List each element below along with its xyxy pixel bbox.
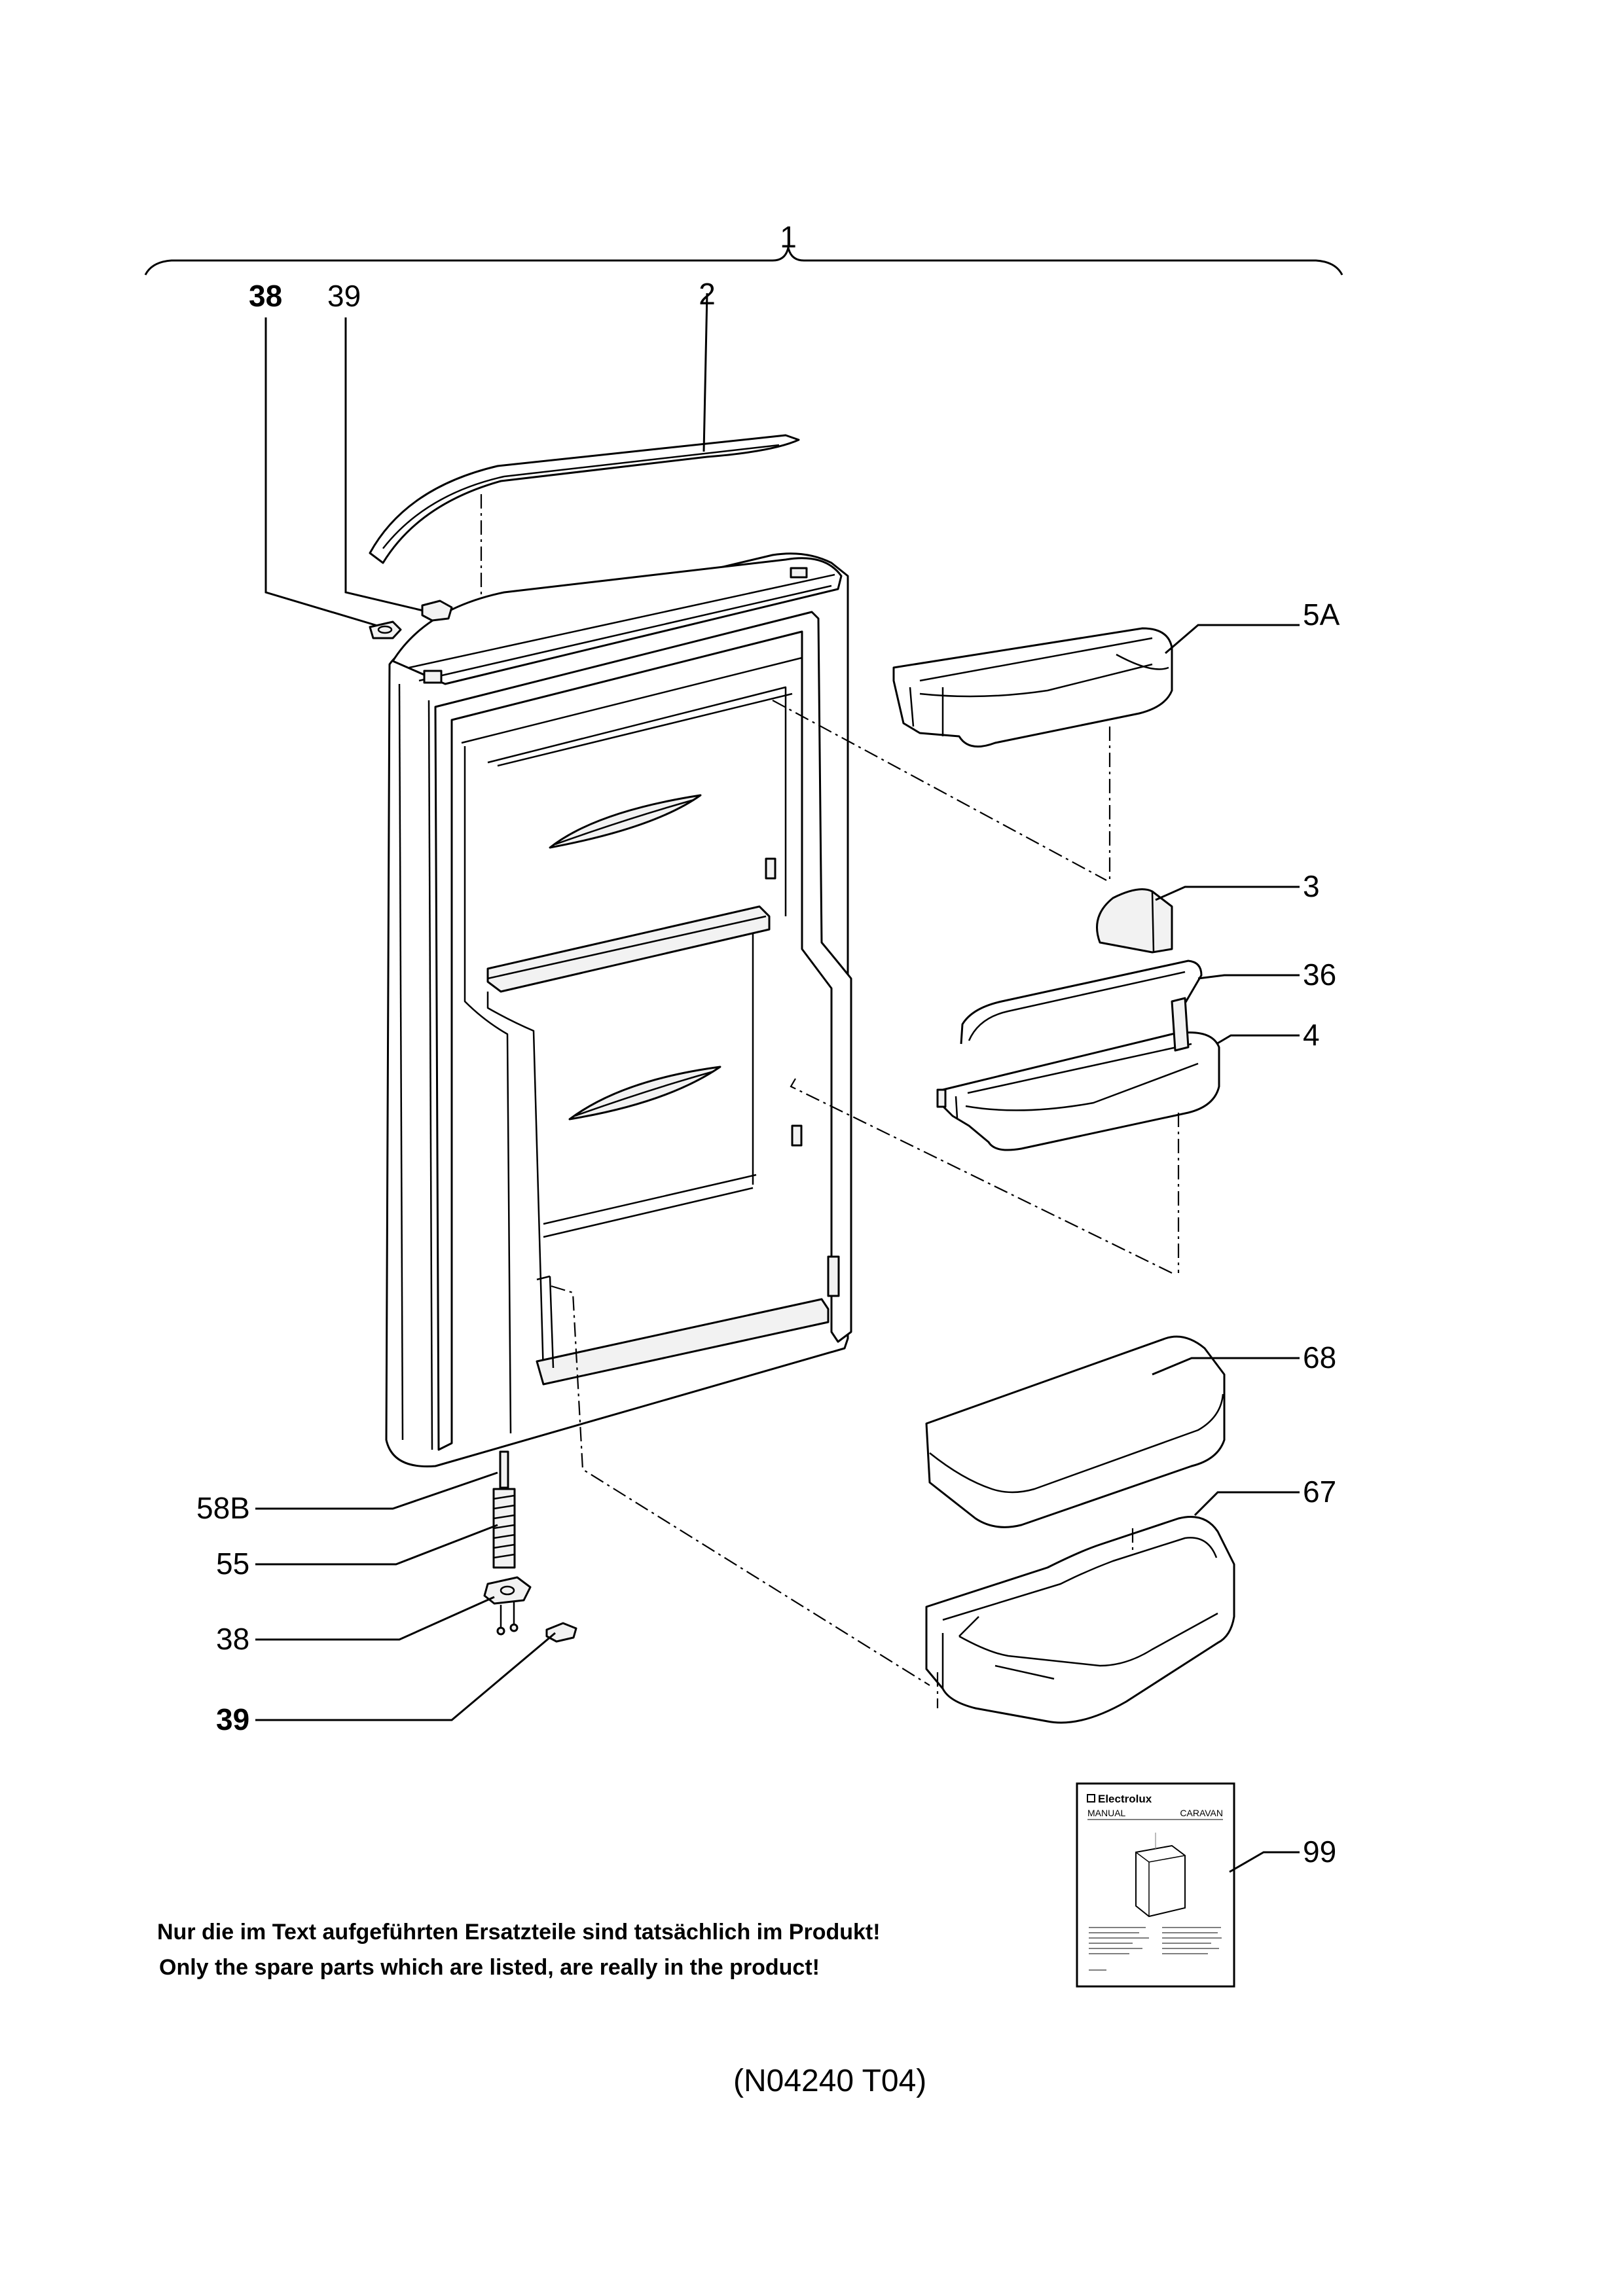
label-4: 4	[1303, 1018, 1320, 1052]
label-67: 67	[1303, 1475, 1336, 1509]
label-1: 1	[780, 220, 797, 254]
part-99-manual: Electrolux MANUAL CARAVAN 99	[1076, 1782, 1336, 1988]
manual-text-lines	[1089, 1927, 1222, 1971]
label-55: 55	[216, 1547, 249, 1581]
manual-title-left: MANUAL	[1087, 1808, 1126, 1818]
bottom-hinge-parts	[483, 1450, 577, 1643]
part-67-tray: 67	[925, 1475, 1336, 1724]
part-58B-rod	[499, 1450, 509, 1489]
part-38-bottom-hinge	[483, 1576, 532, 1636]
door-assembly	[385, 552, 852, 1467]
manual-brand: Electrolux	[1098, 1793, 1152, 1805]
part-68-lid: 68	[925, 1335, 1336, 1528]
label-99: 99	[1303, 1835, 1336, 1869]
note-english: Only the spare parts which are listed, a…	[159, 1955, 820, 1980]
part-36-retaining-bar: 36	[960, 958, 1336, 1045]
alignment-line-door-4	[790, 1078, 1173, 1274]
part-39-bottom-cap	[545, 1622, 577, 1643]
label-38-top: 38	[249, 279, 282, 313]
label-58B: 58B	[196, 1491, 250, 1525]
label-2: 2	[699, 277, 716, 311]
part-3-clip: 3	[1096, 869, 1320, 954]
label-38-bottom: 38	[216, 1622, 249, 1656]
part-38-39-top: 38 39	[249, 279, 453, 639]
part-55-spring	[492, 1488, 516, 1569]
part-5A-door-bin: 5A	[892, 598, 1340, 748]
alignment-line-door-67	[551, 1285, 930, 1686]
label-5A: 5A	[1303, 598, 1340, 632]
label-36: 36	[1303, 958, 1336, 992]
part-4-door-bin: 4	[936, 997, 1320, 1151]
note-german: Nur die im Text aufgeführten Ersatzteile…	[157, 1920, 881, 1945]
drawing-code: (N04240 T04)	[733, 2064, 926, 2098]
assembly-bracket: 1	[144, 220, 1343, 276]
label-39-top: 39	[327, 279, 361, 313]
label-68: 68	[1303, 1340, 1336, 1374]
alignment-line-door-3	[772, 700, 1107, 881]
bottom-left-labels: 58B 55 38 39	[196, 1471, 556, 1736]
part-2-top-strip: 2	[369, 277, 800, 564]
manual-fridge-sketch	[1135, 1844, 1186, 1918]
manual-title-right: CARAVAN	[1180, 1808, 1223, 1818]
label-3: 3	[1303, 869, 1320, 903]
label-39-bottom: 39	[216, 1702, 249, 1736]
